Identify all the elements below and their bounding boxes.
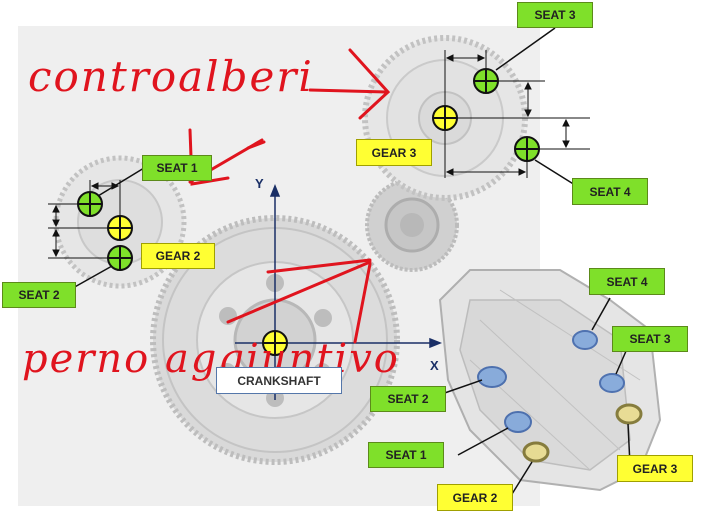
seat2-left-label: SEAT 2 <box>2 282 76 308</box>
engine-seat1 <box>504 411 532 433</box>
engine-seat2 <box>477 366 507 388</box>
seat4-top-label: SEAT 4 <box>572 178 648 205</box>
seat2-right-label: SEAT 2 <box>370 386 446 412</box>
seat3-right-label: SEAT 3 <box>612 326 688 352</box>
engine-seat4 <box>572 330 598 350</box>
gear2-left-label: GEAR 2 <box>141 243 215 269</box>
gear3-top-label: GEAR 3 <box>356 139 432 166</box>
seat4-top-marker <box>514 136 540 162</box>
red-annotation-strokes <box>188 48 391 344</box>
handwritten-perno-aggiuntivo: perno aggiuntivo <box>22 336 400 382</box>
crankshaft-marker <box>262 330 288 356</box>
handwritten-controalberi: controalberi <box>28 52 314 101</box>
engine-gear2 <box>522 441 550 463</box>
seat3-top-label: SEAT 3 <box>517 2 593 28</box>
seat1-left-label: SEAT 1 <box>142 155 212 181</box>
gear2-left-marker <box>107 215 133 241</box>
gear2-right-label: GEAR 2 <box>437 484 513 511</box>
seat3-top-marker <box>473 68 499 94</box>
dimension-lines-top <box>444 50 590 178</box>
idler-gear <box>365 178 459 272</box>
dimension-lines-left <box>48 180 121 259</box>
y-axis-label: Y <box>255 176 264 191</box>
gear3-right-label: GEAR 3 <box>617 455 693 482</box>
seat1-right-label: SEAT 1 <box>368 442 444 468</box>
x-axis-label: X <box>430 358 439 373</box>
engine-seat3 <box>599 373 625 393</box>
seat4-right-label: SEAT 4 <box>589 268 665 295</box>
crankshaft-label: CRANKSHAFT <box>216 367 342 394</box>
engine-gear3 <box>615 403 643 425</box>
gear3-top-marker <box>432 105 458 131</box>
